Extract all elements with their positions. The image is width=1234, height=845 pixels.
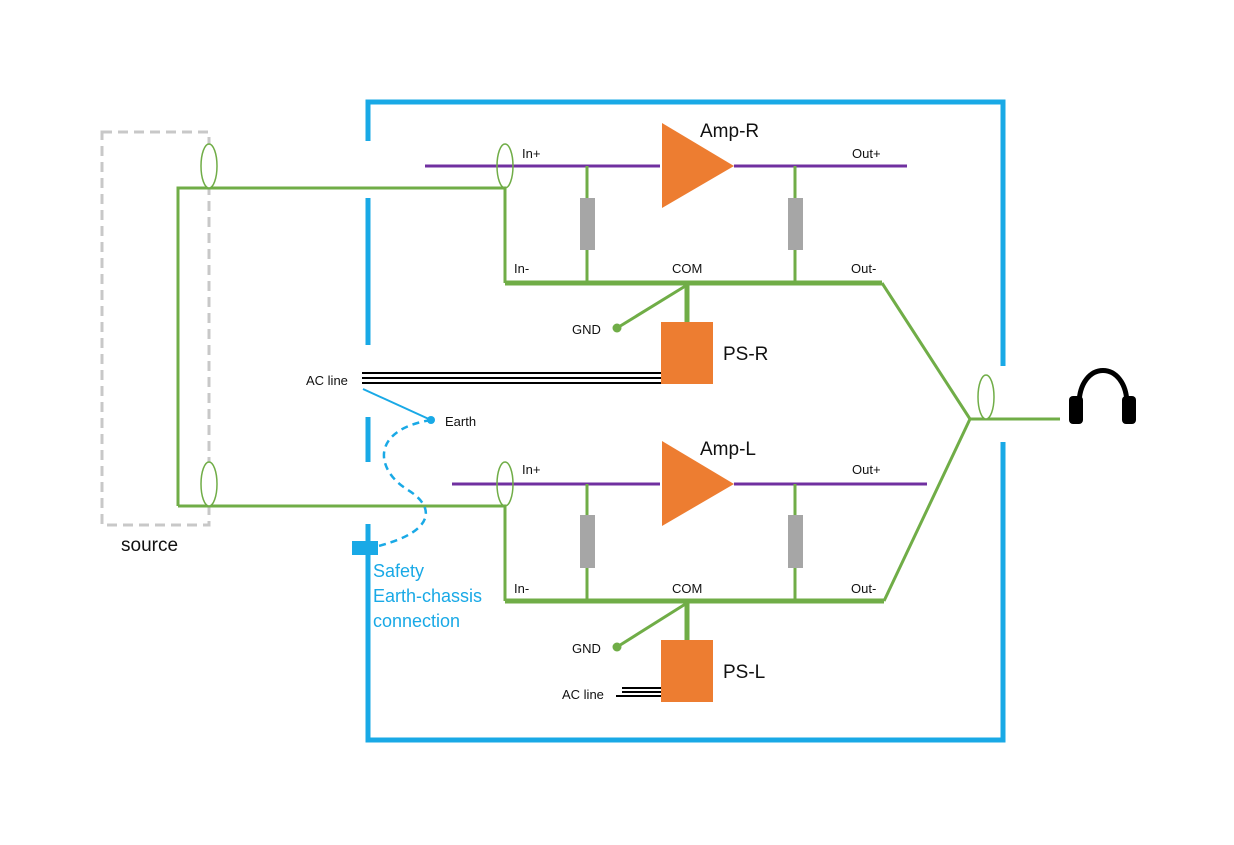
- ac-line-lower-wires: [616, 687, 661, 697]
- amp-l-triangle: [662, 441, 734, 526]
- ac-line-upper-label: AC line: [306, 373, 348, 388]
- ps-r-box: [661, 322, 713, 384]
- ps-r-label: PS-R: [723, 344, 768, 365]
- source-label: source: [121, 535, 178, 556]
- headphones-icon: [1069, 368, 1136, 424]
- amp-l-in-plus: In+: [522, 462, 540, 477]
- amp-r-in-plus: In+: [522, 146, 540, 161]
- ps-l-box: [661, 640, 713, 702]
- amp-l-gnd: GND: [572, 641, 601, 656]
- amp-r-gnd-dot: [612, 323, 622, 333]
- source-connector-bottom: [200, 461, 218, 507]
- amp-l-gnd-dot: [612, 642, 622, 652]
- safety-earth-terminal: [352, 541, 378, 555]
- amp-r-com: COM: [672, 261, 702, 276]
- amp-l-out-plus: Out+: [852, 462, 881, 477]
- amp-r-title: Amp-R: [700, 121, 759, 142]
- amp-l-in-minus: In-: [514, 581, 529, 596]
- source-connector-top: [200, 143, 218, 189]
- ac-line-lower-label: AC line: [562, 687, 604, 702]
- safety-line-3: connection: [373, 611, 460, 631]
- amp-l-title: Amp-L: [700, 439, 756, 460]
- output-return-wires: [880, 282, 1060, 602]
- amp-l-resistors: [580, 484, 803, 601]
- output-connector: [977, 374, 995, 420]
- amp-l-com: COM: [672, 581, 702, 596]
- source-box: [100, 130, 211, 527]
- earth-dashed-link: [369, 418, 432, 550]
- chassis: [365, 99, 1006, 743]
- amp-r-out-plus: Out+: [852, 146, 881, 161]
- amp-l-out-minus: Out-: [851, 581, 876, 596]
- ps-l-label: PS-L: [723, 662, 765, 683]
- amp-r-out-minus: Out-: [851, 261, 876, 276]
- amp-r-gnd-wire: [616, 283, 688, 330]
- safety-line-2: Earth-chassis: [373, 586, 482, 606]
- amp-l-input-connector: [496, 461, 514, 507]
- amp-r-input-connector: [496, 143, 514, 189]
- amp-r-in-minus: In-: [514, 261, 529, 276]
- input-cable-right: [176, 186, 507, 506]
- safety-line-1: Safety: [373, 561, 424, 581]
- amp-l-gnd-wire: [616, 601, 688, 649]
- ac-line-upper-wires: [362, 372, 661, 384]
- earth-label: Earth: [445, 414, 476, 429]
- amp-r-gnd: GND: [572, 322, 601, 337]
- amp-r-triangle: [662, 123, 734, 208]
- earth-wire: [362, 388, 432, 421]
- amp-r-resistors: [580, 166, 803, 283]
